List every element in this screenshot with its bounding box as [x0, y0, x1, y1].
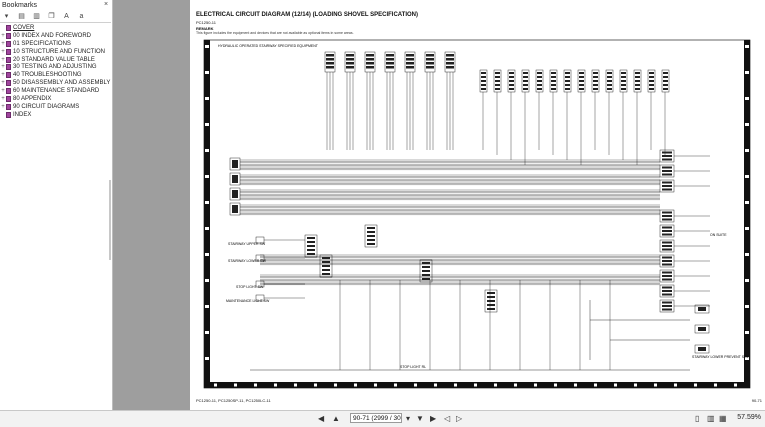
bookmark-icon: [6, 40, 11, 47]
bookmark-label: 01 SPECIFICATIONS: [13, 40, 71, 47]
expand-toggle[interactable]: +: [1, 56, 5, 63]
label-block-a: HYDRAULIC OPERATED STAIRWAY SPECIFIED EQ…: [218, 44, 319, 48]
collapse-all-icon[interactable]: ▥: [33, 12, 40, 20]
bookmark-item-standard-value[interactable]: + 20 STANDARD VALUE TABLE: [0, 56, 111, 64]
footer-page-number: 90-71: [751, 398, 762, 403]
bookmark-item-maintenance[interactable]: + 60 MAINTENANCE STANDARD: [0, 87, 111, 95]
bookmark-icon: [6, 24, 11, 31]
bookmark-label: 50 DISASSEMBLY AND ASSEMBLY: [13, 80, 111, 87]
expand-toggle[interactable]: +: [1, 64, 5, 71]
bookmark-icon: [6, 95, 11, 102]
bookmark-label: 30 TESTING AND ADJUSTING: [13, 64, 97, 71]
label-stairway-lower: STAIRWAY LOWER SW: [228, 259, 267, 263]
previous-page-icon[interactable]: ▲: [332, 414, 340, 423]
expand-toggle[interactable]: +: [1, 32, 5, 39]
page-number-input[interactable]: 90-71 (2999 / 30: [350, 413, 402, 423]
bookmark-icon: [6, 72, 11, 79]
expand-toggle[interactable]: +: [1, 95, 5, 102]
bookmarks-panel: Bookmarks × ▾ ▤ ▥ ❐ A a COVER + 00 INDEX…: [0, 0, 113, 426]
bookmark-label: 60 MAINTENANCE STANDARD: [13, 88, 100, 95]
expand-toggle[interactable]: +: [1, 88, 5, 95]
text-larger-icon[interactable]: A: [64, 12, 69, 20]
bookmark-list: COVER + 00 INDEX AND FOREWORD + 01 SPECI…: [0, 24, 111, 119]
expand-toggle[interactable]: +: [1, 40, 5, 47]
bookmark-label: COVER: [13, 24, 35, 31]
bookmarks-title: Bookmarks: [2, 2, 38, 9]
page-dropdown-icon[interactable]: ▾: [406, 414, 411, 423]
next-page-icon[interactable]: ▼: [416, 414, 424, 423]
toolbar-divider: [0, 22, 111, 23]
bookmark-icon: [6, 32, 11, 39]
options-menu-icon[interactable]: ▾: [4, 12, 9, 20]
label-stop-light-rl: STOP LIGHT RL: [400, 365, 426, 369]
expand-toggle[interactable]: +: [1, 48, 5, 55]
next-view-icon[interactable]: ▷: [456, 414, 463, 423]
label-on-suite: ON SUITE: [710, 233, 727, 237]
text-smaller-icon[interactable]: a: [79, 12, 84, 20]
bookmark-item-appendix[interactable]: + 80 APPENDIX: [0, 95, 111, 103]
bookmark-item-structure-function[interactable]: + 10 STRUCTURE AND FUNCTION: [0, 48, 111, 56]
label-stop-light: STOP LIGHT SW: [236, 285, 264, 289]
facing-view-icon[interactable]: ▦: [719, 414, 727, 423]
expand-toggle[interactable]: +: [1, 80, 5, 87]
panel-resize-handle[interactable]: [109, 180, 111, 260]
bookmarks-toolbar: ▾ ▤ ▥ ❐ A a: [2, 11, 86, 21]
model-number: PC1250-11: [196, 20, 216, 25]
bookmark-label: 00 INDEX AND FOREWORD: [13, 32, 92, 39]
wire-harness: [240, 72, 710, 371]
diagram-frame: [203, 39, 751, 389]
expand-toggle[interactable]: +: [1, 103, 5, 110]
bookmark-item-testing-adjusting[interactable]: + 30 TESTING AND ADJUSTING: [0, 63, 111, 71]
remark-heading: REMARK: [196, 26, 214, 31]
continuous-view-icon[interactable]: ▥: [707, 414, 715, 423]
bookmark-icon: [6, 64, 11, 71]
bookmark-label: 40 TROUBLESHOOTING: [13, 72, 82, 79]
label-stairway-lower-prevent: STAIRWAY LOWER PREVENT SOL: [692, 355, 749, 359]
bookmark-item-specifications[interactable]: + 01 SPECIFICATIONS: [0, 40, 111, 48]
expand-toggle[interactable]: +: [1, 72, 5, 79]
bookmark-item-disassembly[interactable]: + 50 DISASSEMBLY AND ASSEMBLY: [0, 79, 111, 87]
bookmark-label: 20 STANDARD VALUE TABLE: [13, 56, 95, 63]
bookmark-icon: [6, 88, 11, 95]
bookmark-item-index-foreword[interactable]: + 00 INDEX AND FOREWORD: [0, 32, 111, 40]
bookmark-label: 90 CIRCUIT DIAGRAMS: [13, 103, 80, 110]
bookmark-icon: [6, 103, 11, 110]
navigation-bar: ◀ ▲ 90-71 (2999 / 30 ▾ ▼ ▶ ◁ ▷ ▯ ▥ ▦ 57.…: [0, 410, 765, 427]
single-page-view-icon[interactable]: ▯: [695, 414, 700, 423]
previous-view-icon[interactable]: ◁: [444, 414, 451, 423]
circuit-diagram: HYDRAULIC OPERATED STAIRWAY SPECIFIED EQ…: [203, 39, 751, 389]
bookmark-icon: [6, 48, 11, 55]
footer-models: PC1250-11, PC1250SP-11, PC1250LC-11: [196, 398, 271, 403]
last-page-icon[interactable]: ▶: [430, 414, 437, 423]
zoom-level[interactable]: 57.59%: [737, 414, 761, 421]
bookmark-icon: [6, 80, 11, 87]
label-maintenance-light: MAINTENANCE LIGHT SW: [226, 299, 270, 303]
bookmark-item-cover[interactable]: COVER: [0, 24, 111, 32]
diagram-title: ELECTRICAL CIRCUIT DIAGRAM (12/14) (LOAD…: [196, 12, 419, 18]
connectors: [229, 51, 710, 354]
bookmark-add-icon[interactable]: ❐: [48, 12, 55, 20]
remark-text: This figure includes the equipment and d…: [196, 31, 354, 35]
bookmark-label: 10 STRUCTURE AND FUNCTION: [13, 48, 106, 55]
expand-all-icon[interactable]: ▤: [18, 12, 25, 20]
bookmark-item-circuit-diagrams[interactable]: + 90 CIRCUIT DIAGRAMS: [0, 103, 111, 111]
bookmark-icon: [6, 111, 11, 118]
bookmark-icon: [6, 56, 11, 63]
bookmark-item-index[interactable]: INDEX: [0, 111, 111, 119]
bookmark-label: INDEX: [13, 111, 32, 118]
bookmark-item-troubleshooting[interactable]: + 40 TROUBLESHOOTING: [0, 71, 111, 79]
label-stairway-upper: STAIRWAY UPPER SW: [228, 242, 266, 246]
close-panel-button[interactable]: ×: [104, 1, 109, 8]
first-page-icon[interactable]: ◀: [318, 414, 325, 423]
document-page: ELECTRICAL CIRCUIT DIAGRAM (12/14) (LOAD…: [190, 0, 765, 410]
bookmark-label: 80 APPENDIX: [13, 95, 52, 102]
